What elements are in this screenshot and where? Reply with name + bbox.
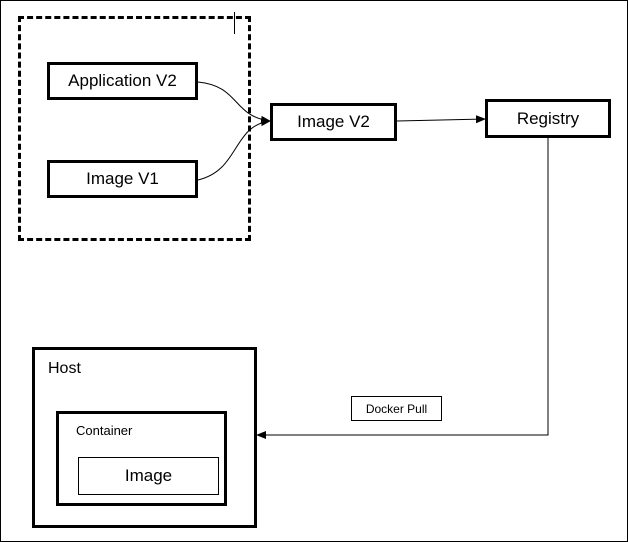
image-v2-label: Image V2 xyxy=(297,112,370,131)
docker-pull-label-box: Docker Pull xyxy=(351,396,442,421)
edge-imgv1-to-imgv2 xyxy=(197,118,271,181)
container-node: Container Image xyxy=(56,411,227,506)
edge-imgv2-to-registry xyxy=(396,115,486,124)
application-v2-label: Application V2 xyxy=(68,71,177,90)
container-image-node: Image xyxy=(78,457,219,495)
host-node: Host Container Image xyxy=(32,347,257,528)
registry-node: Registry xyxy=(485,99,611,138)
image-v1-label: Image V1 xyxy=(86,169,159,188)
edge-appv2-to-imgv2 xyxy=(197,81,271,124)
image-v2-node: Image V2 xyxy=(270,103,397,141)
container-image-label: Image xyxy=(124,466,173,485)
build-inputs-group xyxy=(18,16,251,241)
host-label: Host xyxy=(48,360,81,377)
edge-registry-to-host xyxy=(256,138,549,439)
application-v2-node: Application V2 xyxy=(47,62,198,100)
container-label: Container xyxy=(76,423,133,438)
tick-mark xyxy=(234,12,235,34)
docker-pull-label: Docker Pull xyxy=(365,401,428,416)
registry-label: Registry xyxy=(516,108,580,128)
image-v1-node: Image V1 xyxy=(47,160,198,198)
